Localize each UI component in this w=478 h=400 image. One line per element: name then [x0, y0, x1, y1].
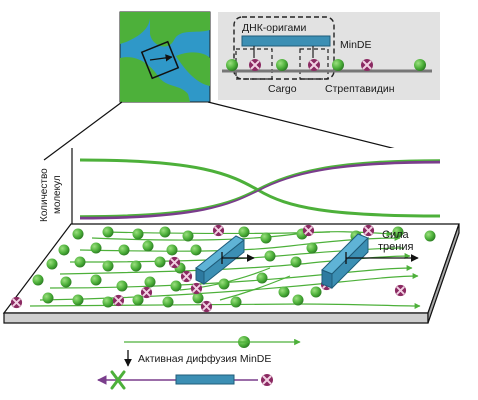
pattern-inset — [119, 11, 211, 103]
minde-balls — [32, 226, 436, 308]
concentration-plot: Количество молекул — [39, 148, 442, 228]
bottom-schematic: Активная диффузия MinDE — [97, 336, 301, 390]
streptavidin-label: Стрептавидин — [325, 83, 395, 95]
origami-cargo-right — [321, 233, 419, 290]
friction-label-line2: трения — [378, 241, 413, 253]
origami-bar-icon — [241, 35, 331, 47]
origami-bar-bottom — [175, 374, 235, 385]
legend-panel: ДНК-оригами MinDE Cargo Стрептавидин — [218, 12, 440, 100]
streptavidin-icon — [248, 58, 262, 72]
active-diffusion-label: Активная диффузия MinDE — [138, 353, 271, 365]
minde-ball-icon — [226, 59, 238, 71]
cargo-curve — [79, 159, 441, 217]
y-axis-label-line2: молекул — [52, 175, 63, 214]
streptavidin-icon-bottom — [260, 373, 274, 387]
origami-label: ДНК-оригами — [242, 22, 307, 34]
blocked-cross-icon — [110, 370, 126, 390]
minde-label: MinDE — [340, 39, 372, 51]
zoom-box — [140, 40, 180, 80]
streptavidin-curve-outline — [79, 160, 441, 220]
origami-dashed-outline — [233, 16, 335, 80]
cargo-label: Cargo — [268, 83, 297, 95]
friction-label-line1: Сила — [382, 229, 410, 241]
membrane-surface: Сила трения — [2, 223, 460, 324]
origami-cargo-left — [195, 235, 255, 286]
y-axis-label-line1: Количество — [39, 168, 50, 222]
